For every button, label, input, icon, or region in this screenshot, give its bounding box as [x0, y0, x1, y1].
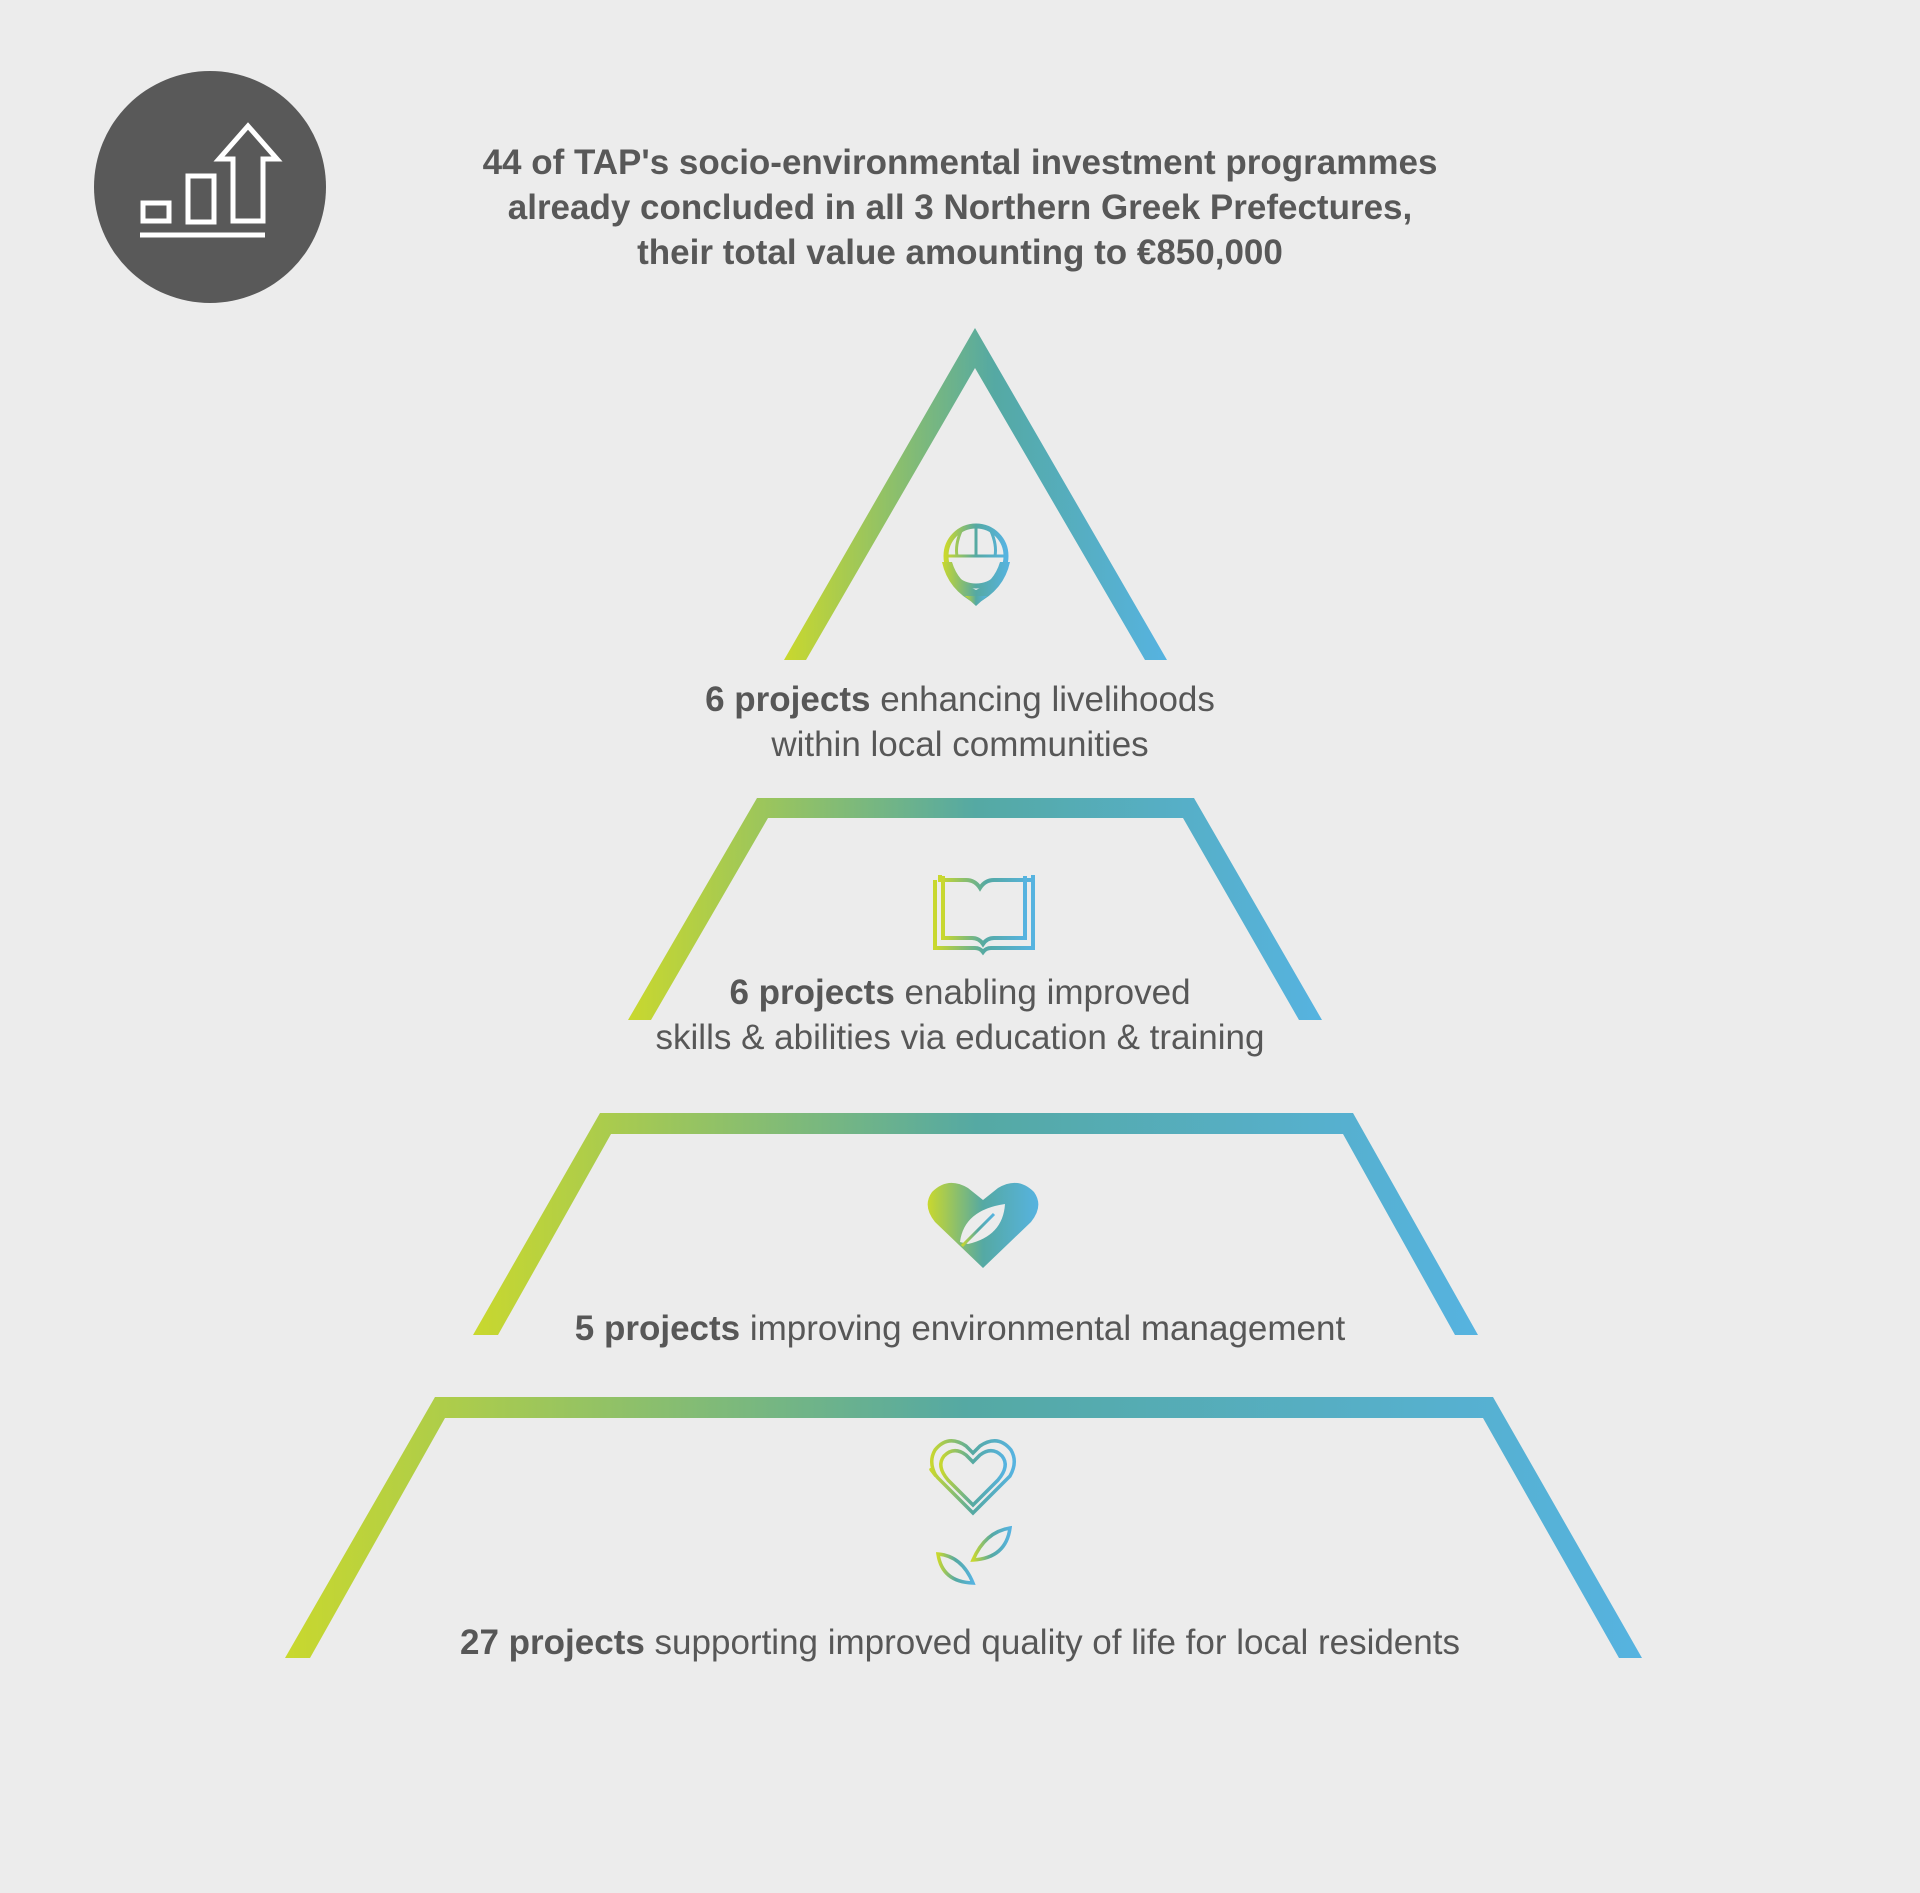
tier-2-text-line-2: skills & abilities via education & train… — [655, 1018, 1265, 1057]
tier-4-count: 27 projects — [460, 1623, 645, 1662]
tier-1-frame — [784, 328, 1167, 660]
tier-2-label: 6 projects enabling improved skills & ab… — [0, 970, 1920, 1060]
tier-2-text: enabling improved — [894, 973, 1191, 1012]
tier-3-count: 5 projects — [574, 1309, 741, 1348]
heart-leaf-icon — [927, 1182, 1039, 1268]
tier-4-text: supporting improved quality of life for … — [644, 1623, 1460, 1662]
title-line-1: 44 of TAP's socio-environmental investme… — [482, 143, 1438, 182]
tier-4-label: 27 projects supporting improved quality … — [0, 1620, 1920, 1665]
tier-1-label: 6 projects enhancing livelihoods within … — [0, 677, 1920, 767]
tier-4-frame — [285, 1397, 1642, 1658]
tier-2-count: 6 projects — [729, 973, 895, 1012]
tier-3-text: improving environmental management — [740, 1309, 1346, 1348]
heart-flower-icon — [912, 1439, 1034, 1600]
open-book-icon — [933, 875, 1035, 956]
growth-chart-icon — [94, 71, 326, 303]
globe-pin-icon — [942, 523, 1010, 606]
tier-1-text: enhancing livelihoods — [870, 680, 1215, 719]
title-line-3: their total value amounting to €850,000 — [637, 233, 1283, 272]
tier-1-text-line-2: within local communities — [771, 725, 1149, 764]
page-title: 44 of TAP's socio-environmental investme… — [0, 140, 1920, 275]
tier-1-count: 6 projects — [705, 680, 871, 719]
tier-3-label: 5 projects improving environmental manag… — [0, 1306, 1920, 1351]
title-line-2: already concluded in all 3 Northern Gree… — [507, 188, 1413, 227]
icon-circle — [94, 71, 326, 303]
